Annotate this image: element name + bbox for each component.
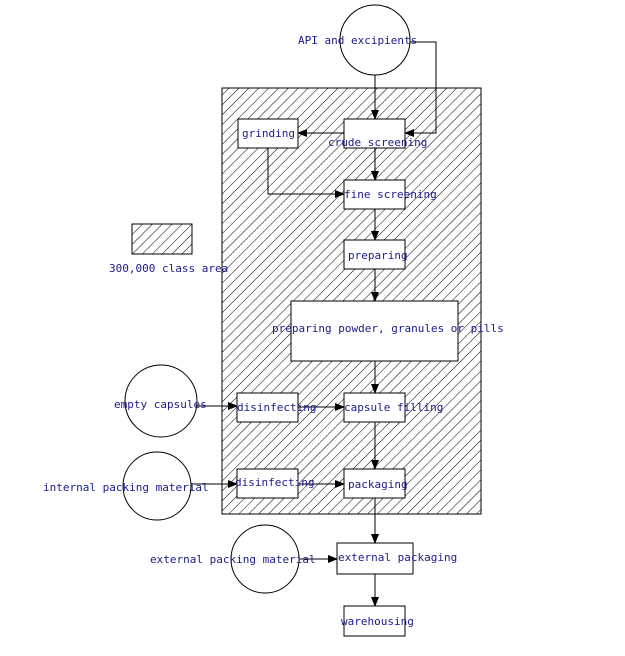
fine-screening-label: fine screening bbox=[344, 188, 437, 201]
preparing-label: preparing bbox=[348, 249, 408, 262]
preparing-powder-label: preparing powder, granules or pills bbox=[272, 322, 504, 335]
grinding-label: grinding bbox=[242, 127, 295, 140]
warehousing-label: warehousing bbox=[341, 615, 414, 628]
disinfecting-2-box bbox=[236, 468, 299, 499]
external-packaging-label: external packaging bbox=[338, 551, 457, 564]
disinfecting-1-label: disinfecting bbox=[237, 401, 316, 414]
external-packing-label: external packing material bbox=[150, 553, 316, 566]
legend-swatch bbox=[131, 223, 193, 255]
disinfecting-2-label: disinfecting bbox=[235, 476, 314, 489]
internal-packing-label: internal packing material bbox=[43, 481, 209, 494]
arrow-api-side-to-crude bbox=[404, 41, 437, 137]
legend-label: 300,000 class area bbox=[109, 262, 228, 275]
arrow-grinding-to-fine bbox=[267, 148, 345, 198]
empty-capsules-circle bbox=[124, 364, 198, 438]
external-packaging-box bbox=[336, 542, 414, 575]
packaging-box bbox=[343, 468, 406, 499]
grinding-box bbox=[237, 118, 299, 149]
crude-screening-label: crude screening bbox=[328, 136, 427, 149]
warehousing-box bbox=[343, 605, 406, 637]
empty-capsules-label: empty capsules bbox=[114, 398, 207, 411]
api-label: API and excipients bbox=[298, 34, 417, 47]
internal-packing-circle bbox=[122, 451, 192, 521]
capsule-filling-label: capsule filling bbox=[344, 401, 443, 414]
packaging-label: packaging bbox=[348, 478, 408, 491]
